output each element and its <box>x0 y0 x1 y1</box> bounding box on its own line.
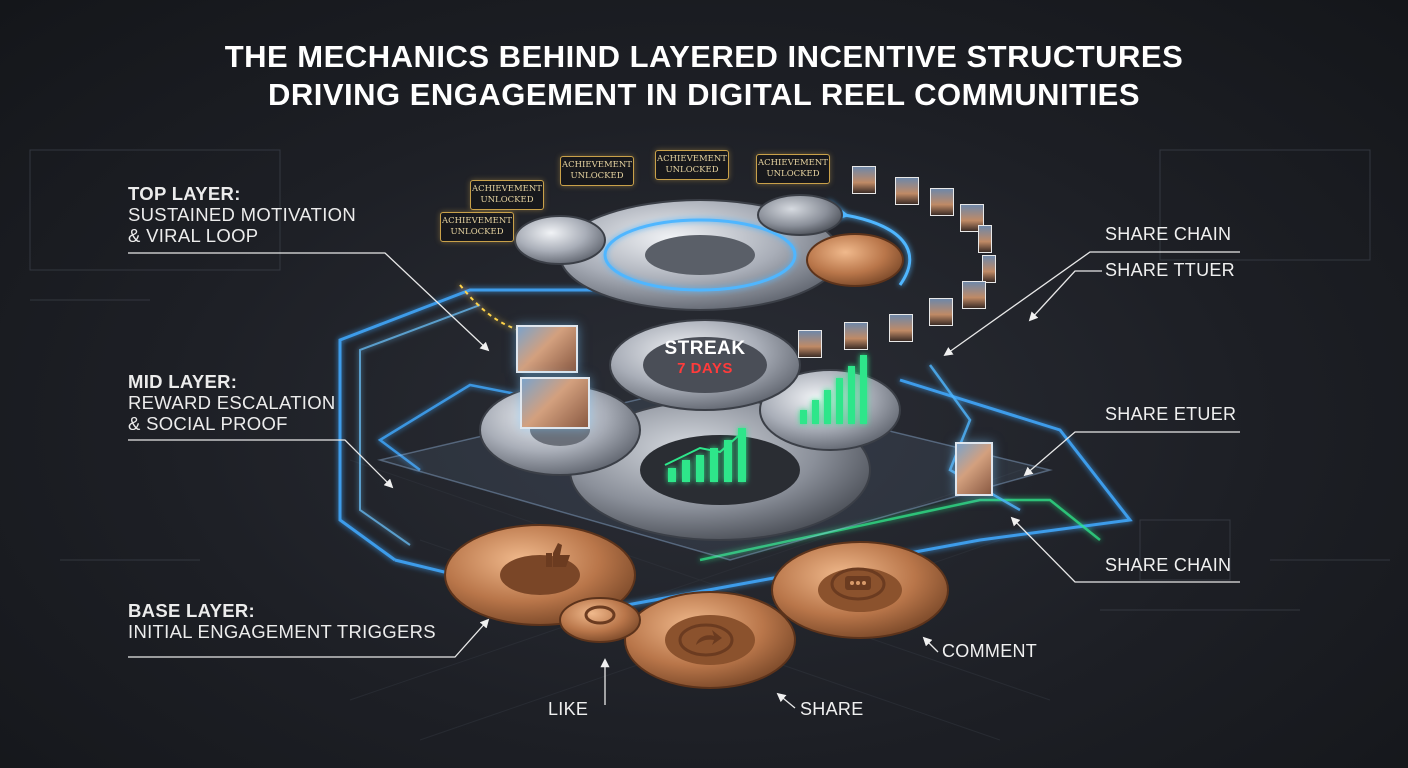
share-label: SHARE <box>800 699 864 720</box>
streak-indicator: STREAK 7 DAYS <box>640 338 770 377</box>
group-photo <box>520 377 590 429</box>
avatar <box>962 281 986 309</box>
streak-value: 7 DAYS <box>640 360 770 377</box>
share-etuer-label: SHARE ETUER <box>1105 404 1236 425</box>
group-photo <box>516 325 578 373</box>
top-layer-label: TOP LAYER: SUSTAINED MOTIVATION & VIRAL … <box>128 183 356 246</box>
avatar <box>889 314 913 342</box>
avatar <box>982 255 996 283</box>
avatar <box>978 225 992 253</box>
avatar <box>798 330 822 358</box>
base-layer-label: BASE LAYER: INITIAL ENGAGEMENT TRIGGERS <box>128 600 436 642</box>
streak-label: STREAK <box>640 338 770 360</box>
top-layer-gears <box>515 195 903 310</box>
comment-label: COMMENT <box>942 641 1037 662</box>
avatar <box>930 188 954 216</box>
profile-photo <box>955 442 993 496</box>
share-ttuer-label: SHARE TTUER <box>1105 260 1235 281</box>
avatar <box>852 166 876 194</box>
avatar <box>844 322 868 350</box>
base-gear-small <box>560 598 640 642</box>
like-label: LIKE <box>548 699 588 720</box>
share-chain-label-top: SHARE CHAIN <box>1105 224 1231 245</box>
mid-layer-label: MID LAYER: REWARD ESCALATION & SOCIAL PR… <box>128 371 336 434</box>
base-gear-center <box>625 592 795 688</box>
share-chain-label-bottom: SHARE CHAIN <box>1105 555 1231 576</box>
avatar <box>895 177 919 205</box>
top-gear-back <box>758 195 842 235</box>
top-gear-right <box>807 234 903 286</box>
avatar <box>929 298 953 326</box>
top-gear-left <box>515 216 605 264</box>
